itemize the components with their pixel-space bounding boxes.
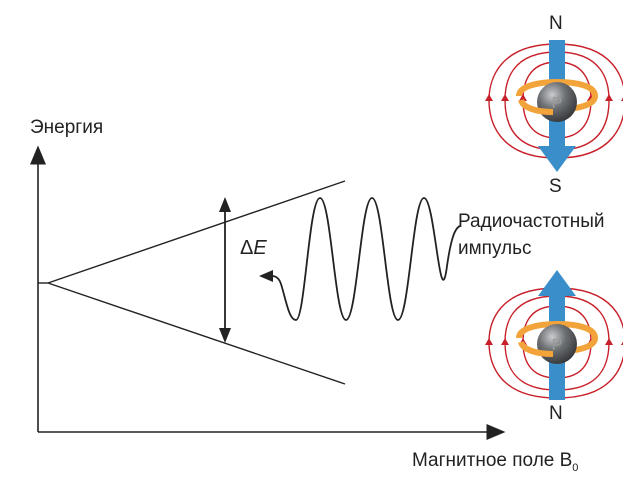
south-pole-label-top: S: [549, 176, 562, 197]
delta-e-label: ΔE: [240, 238, 267, 258]
rotation-arrow-bottom: [516, 320, 599, 354]
spin-arrowhead-top: [538, 146, 576, 172]
delta-symbol: Δ: [240, 237, 254, 259]
rf-pulse-label-line2: импульс: [458, 238, 532, 259]
x-axis-label: Магнитное поле B0: [412, 451, 578, 474]
upper-energy-level: [47, 180, 346, 284]
rf-pulse-arrowhead: [259, 270, 273, 282]
rf-pulse-wave: [271, 197, 461, 321]
lower-energy-level: [47, 282, 346, 385]
north-pole-label-bottom: N: [549, 403, 563, 424]
rotation-arrow-top: [516, 78, 599, 112]
delta-e-arrow: [219, 197, 231, 343]
spin-arrowhead-bottom: [538, 270, 576, 296]
x-axis-label-subscript: 0: [572, 462, 579, 474]
particle-label-bottom: P: [552, 337, 563, 354]
rf-pulse-label-line1: Радиочастотный: [458, 211, 605, 232]
delta-variable: E: [253, 237, 267, 259]
north-pole-label-top: N: [549, 13, 563, 34]
spin-top: P: [485, 40, 623, 172]
spin-bottom: P: [485, 270, 623, 400]
particle-label-top: P: [552, 95, 563, 112]
y-axis-label: Энергия: [30, 117, 104, 138]
x-axis-label-text: Магнитное поле B: [412, 450, 573, 471]
